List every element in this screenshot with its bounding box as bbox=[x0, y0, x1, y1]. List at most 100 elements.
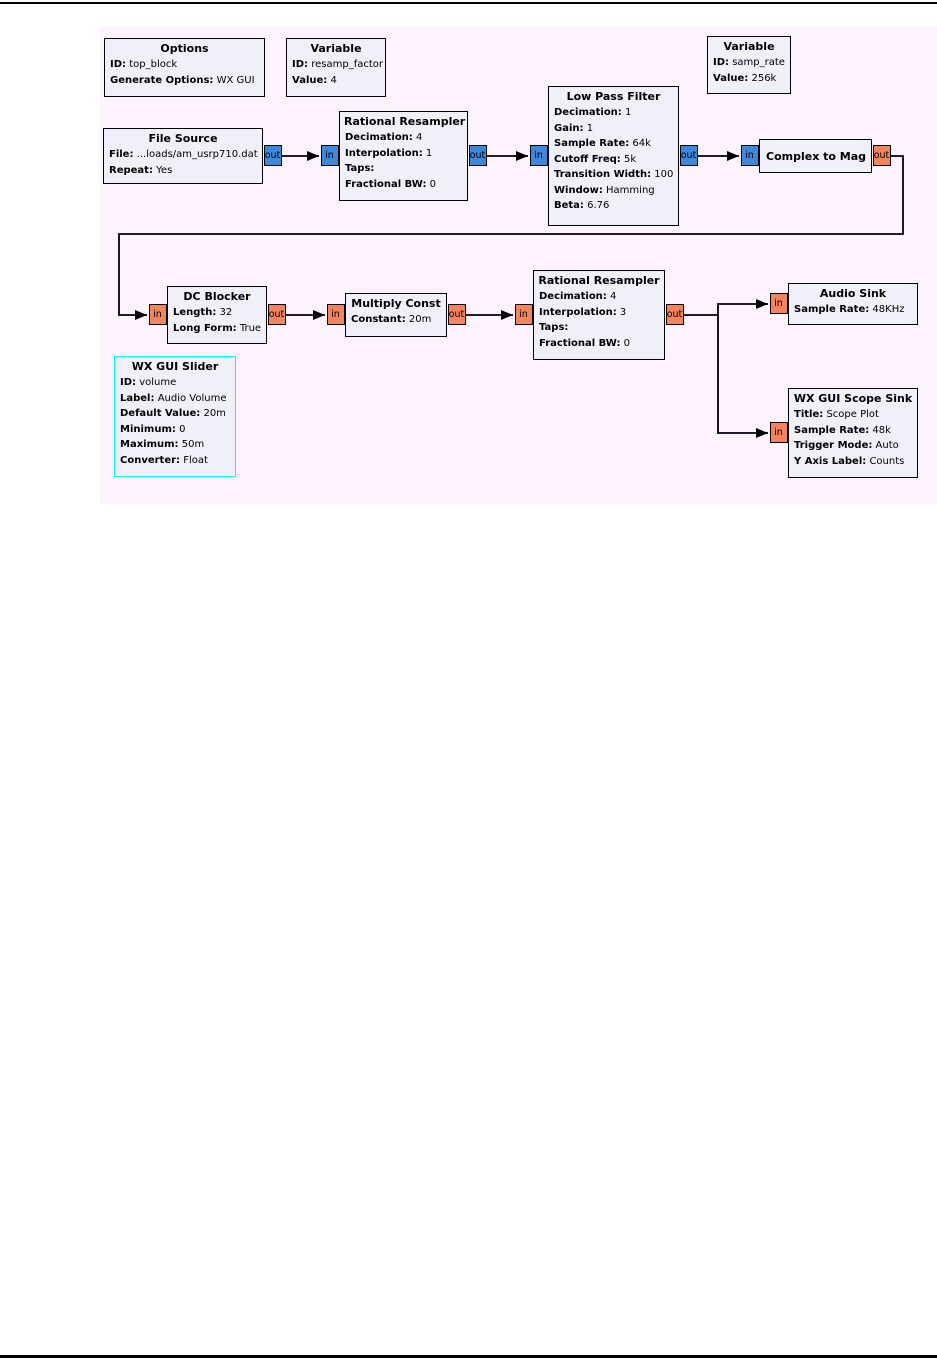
port-in-rational-resampler-2[interactable]: in bbox=[514, 304, 533, 325]
param-key: Fractional BW: bbox=[345, 178, 427, 190]
param-key: Length: bbox=[173, 307, 217, 318]
block-param: Beta: 6.76 bbox=[549, 198, 678, 214]
bottom-border-rule bbox=[0, 1355, 937, 1358]
param-key: Value: bbox=[713, 72, 749, 84]
block-param: Constant: 20m bbox=[346, 312, 446, 328]
param-key: ID: bbox=[713, 57, 730, 68]
param-key: Taps: bbox=[539, 322, 569, 333]
block-title: File Source bbox=[148, 132, 218, 145]
port-in-complex-to-mag[interactable]: in bbox=[740, 145, 759, 166]
param-value: 256k bbox=[751, 72, 777, 84]
block-param: Repeat: Yes bbox=[104, 163, 262, 179]
block-param: Transition Width: 100 bbox=[549, 167, 678, 183]
param-key: Repeat: bbox=[109, 164, 153, 176]
param-key: Decimation: bbox=[345, 132, 413, 143]
param-key: Sample Rate: bbox=[794, 304, 870, 315]
block-param: Decimation: 4 bbox=[340, 130, 467, 146]
param-value: 32 bbox=[219, 307, 233, 318]
param-key: Gain: bbox=[554, 122, 584, 134]
block-param: Minimum: 0 bbox=[115, 422, 235, 438]
block-param: Fractional BW: 0 bbox=[534, 336, 664, 352]
block-title: WX GUI Slider bbox=[131, 360, 219, 373]
param-key: Beta: bbox=[554, 200, 584, 211]
param-value: 1 bbox=[625, 107, 632, 118]
param-key: Default Value: bbox=[120, 408, 201, 419]
param-value: 0 bbox=[429, 178, 437, 190]
param-key: Decimation: bbox=[539, 291, 607, 302]
param-value: True bbox=[239, 322, 262, 334]
param-value: 4 bbox=[610, 291, 617, 302]
param-value: top_block bbox=[129, 59, 178, 70]
block-title: Variable bbox=[723, 40, 775, 53]
wire[interactable] bbox=[118, 155, 904, 320]
port-out-dc-blocker[interactable]: out bbox=[267, 304, 286, 325]
wire[interactable] bbox=[684, 299, 768, 316]
param-value: 20m bbox=[408, 314, 432, 325]
param-value: ...loads/am_usrp710.dat bbox=[136, 149, 258, 160]
block-param: Sample Rate: 64k bbox=[549, 136, 678, 152]
block-param: Fractional BW: 0 bbox=[340, 177, 467, 193]
param-value: Auto bbox=[875, 440, 899, 451]
block-title: Rational Resampler bbox=[538, 274, 660, 287]
block-param: Decimation: 1 bbox=[549, 105, 678, 121]
param-value: volume bbox=[139, 377, 177, 388]
port-out-rational-resampler-1[interactable]: out bbox=[468, 145, 487, 166]
param-value: 20m bbox=[203, 408, 226, 419]
block-param: Decimation: 4 bbox=[534, 289, 664, 305]
param-value: 3 bbox=[619, 306, 627, 318]
block-param: ID: volume bbox=[115, 375, 235, 391]
port-in-audio-sink[interactable]: in bbox=[769, 293, 788, 314]
port-in-multiply-const[interactable]: in bbox=[326, 304, 345, 325]
port-out-multiply-const[interactable]: out bbox=[447, 304, 466, 325]
param-value: samp_rate bbox=[732, 57, 785, 68]
port-out-complex-to-mag[interactable]: out bbox=[872, 145, 891, 166]
param-key: Label: bbox=[120, 392, 155, 404]
param-value: Scope Plot bbox=[826, 409, 879, 420]
port-out-file-source[interactable]: out bbox=[263, 145, 282, 166]
port-out-low-pass-filter[interactable]: out bbox=[679, 145, 698, 166]
block-param: Taps: bbox=[534, 320, 664, 336]
port-in-dc-blocker[interactable]: in bbox=[148, 304, 167, 325]
block-param: Value: 4 bbox=[287, 73, 385, 89]
block-param: Long Form: True bbox=[168, 321, 266, 337]
param-value: 0 bbox=[179, 423, 186, 435]
block-param: File: ...loads/am_usrp710.dat bbox=[104, 147, 262, 163]
param-key: Maximum: bbox=[120, 439, 179, 450]
param-value: 0 bbox=[623, 337, 631, 349]
param-key: Long Form: bbox=[173, 322, 237, 334]
block-param: Interpolation: 3 bbox=[534, 305, 664, 321]
param-key: Minimum: bbox=[120, 423, 176, 435]
port-in-wx-gui-scope-sink[interactable]: in bbox=[769, 422, 788, 443]
port-in-low-pass-filter[interactable]: in bbox=[529, 145, 548, 166]
param-value: Counts bbox=[869, 455, 905, 467]
wire[interactable] bbox=[717, 315, 768, 438]
port-in-rational-resampler-1[interactable]: in bbox=[320, 145, 339, 166]
block-param: Gain: 1 bbox=[549, 121, 678, 137]
block-param: Generate Options: WX GUI bbox=[105, 73, 264, 89]
param-key: Transition Width: bbox=[554, 169, 652, 180]
param-value: 1 bbox=[425, 147, 433, 159]
port-out-rational-resampler-2[interactable]: out bbox=[665, 304, 684, 325]
block-param: ID: top_block bbox=[105, 57, 264, 73]
param-value: 64k bbox=[632, 138, 651, 149]
param-value: 5k bbox=[623, 153, 637, 165]
block-param: ID: resamp_factor bbox=[287, 57, 385, 73]
param-key: Interpolation: bbox=[345, 147, 423, 159]
param-key: Value: bbox=[292, 74, 328, 86]
param-key: Decimation: bbox=[554, 107, 622, 118]
